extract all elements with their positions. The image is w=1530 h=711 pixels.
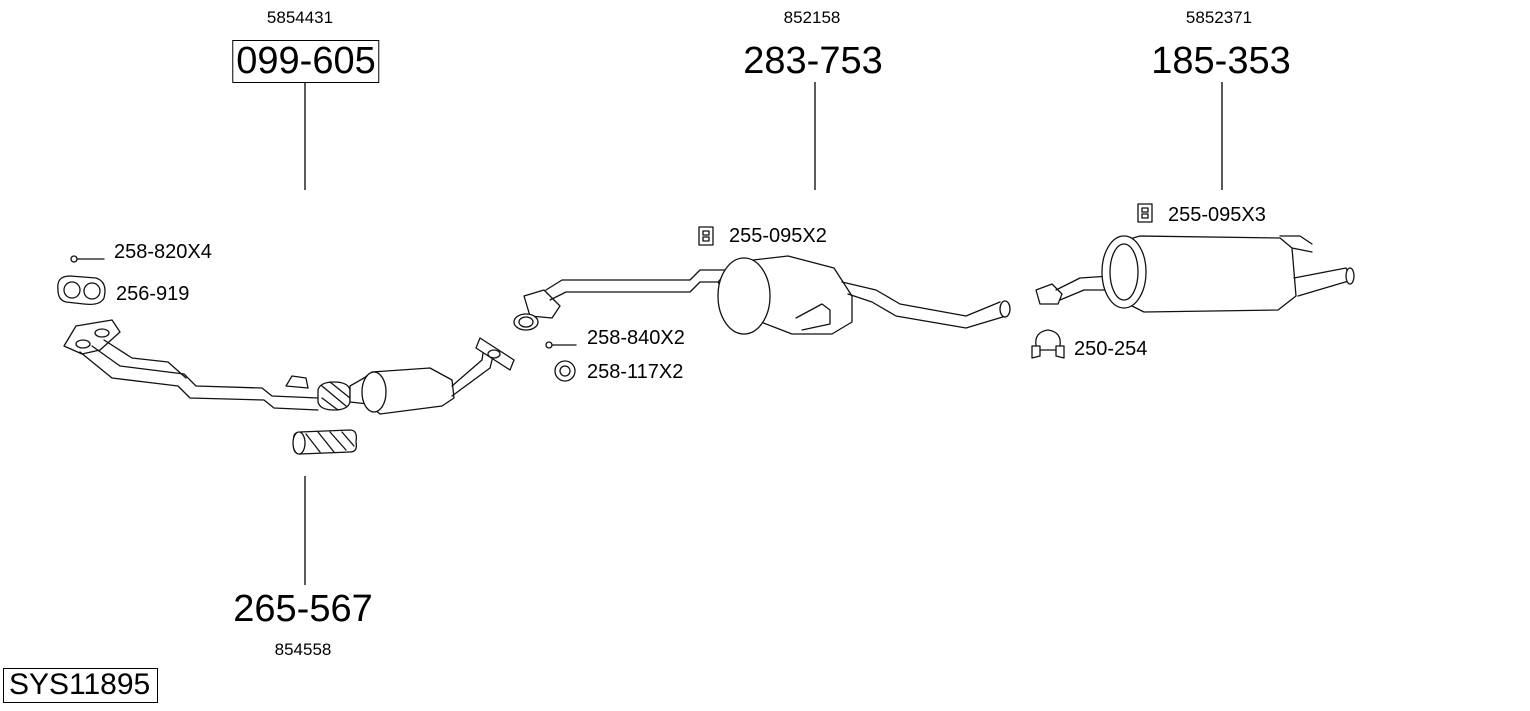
accessory-label-258-117x2[interactable]: 258-117X2: [587, 361, 684, 383]
accessory-label-258-840x2[interactable]: 258-840X2: [587, 327, 685, 349]
bolt-icon: [70, 255, 105, 263]
part-number-283-753[interactable]: 283-753: [743, 40, 883, 82]
ring-gasket-icon: [554, 360, 576, 382]
accessory-label-250-254[interactable]: 250-254: [1074, 338, 1148, 360]
part-ref-854558: 854558: [274, 640, 332, 659]
system-code-badge: SYS11895: [3, 668, 159, 703]
part-number-099-605[interactable]: 099-605: [232, 40, 380, 83]
bolt-icon: [545, 341, 577, 349]
part-ref-5854431: 5854431: [266, 8, 334, 27]
flex-pipe: [292, 429, 358, 455]
part-number-265-567[interactable]: 265-567: [233, 588, 373, 630]
part-number-185-353[interactable]: 185-353: [1151, 40, 1291, 82]
rubber-mount-icon: [1137, 203, 1153, 223]
part-ref-5852371: 5852371: [1185, 8, 1253, 27]
accessory-label-255-095x2[interactable]: 255-095X2: [729, 225, 827, 247]
part-ref-852158: 852158: [783, 8, 841, 27]
accessory-label-256-919[interactable]: 256-919: [116, 283, 190, 305]
rubber-mount-icon: [698, 226, 714, 246]
rear-muffler: [1035, 235, 1355, 313]
accessory-label-258-820x4[interactable]: 258-820X4: [114, 241, 212, 263]
center-pipe-middle-muffler: [513, 255, 1011, 335]
gasket-icon: [57, 275, 106, 306]
front-pipe-catalytic-converter: [63, 319, 515, 415]
accessory-label-255-095x3[interactable]: 255-095X3: [1168, 204, 1266, 226]
clamp-icon: [1031, 329, 1065, 359]
